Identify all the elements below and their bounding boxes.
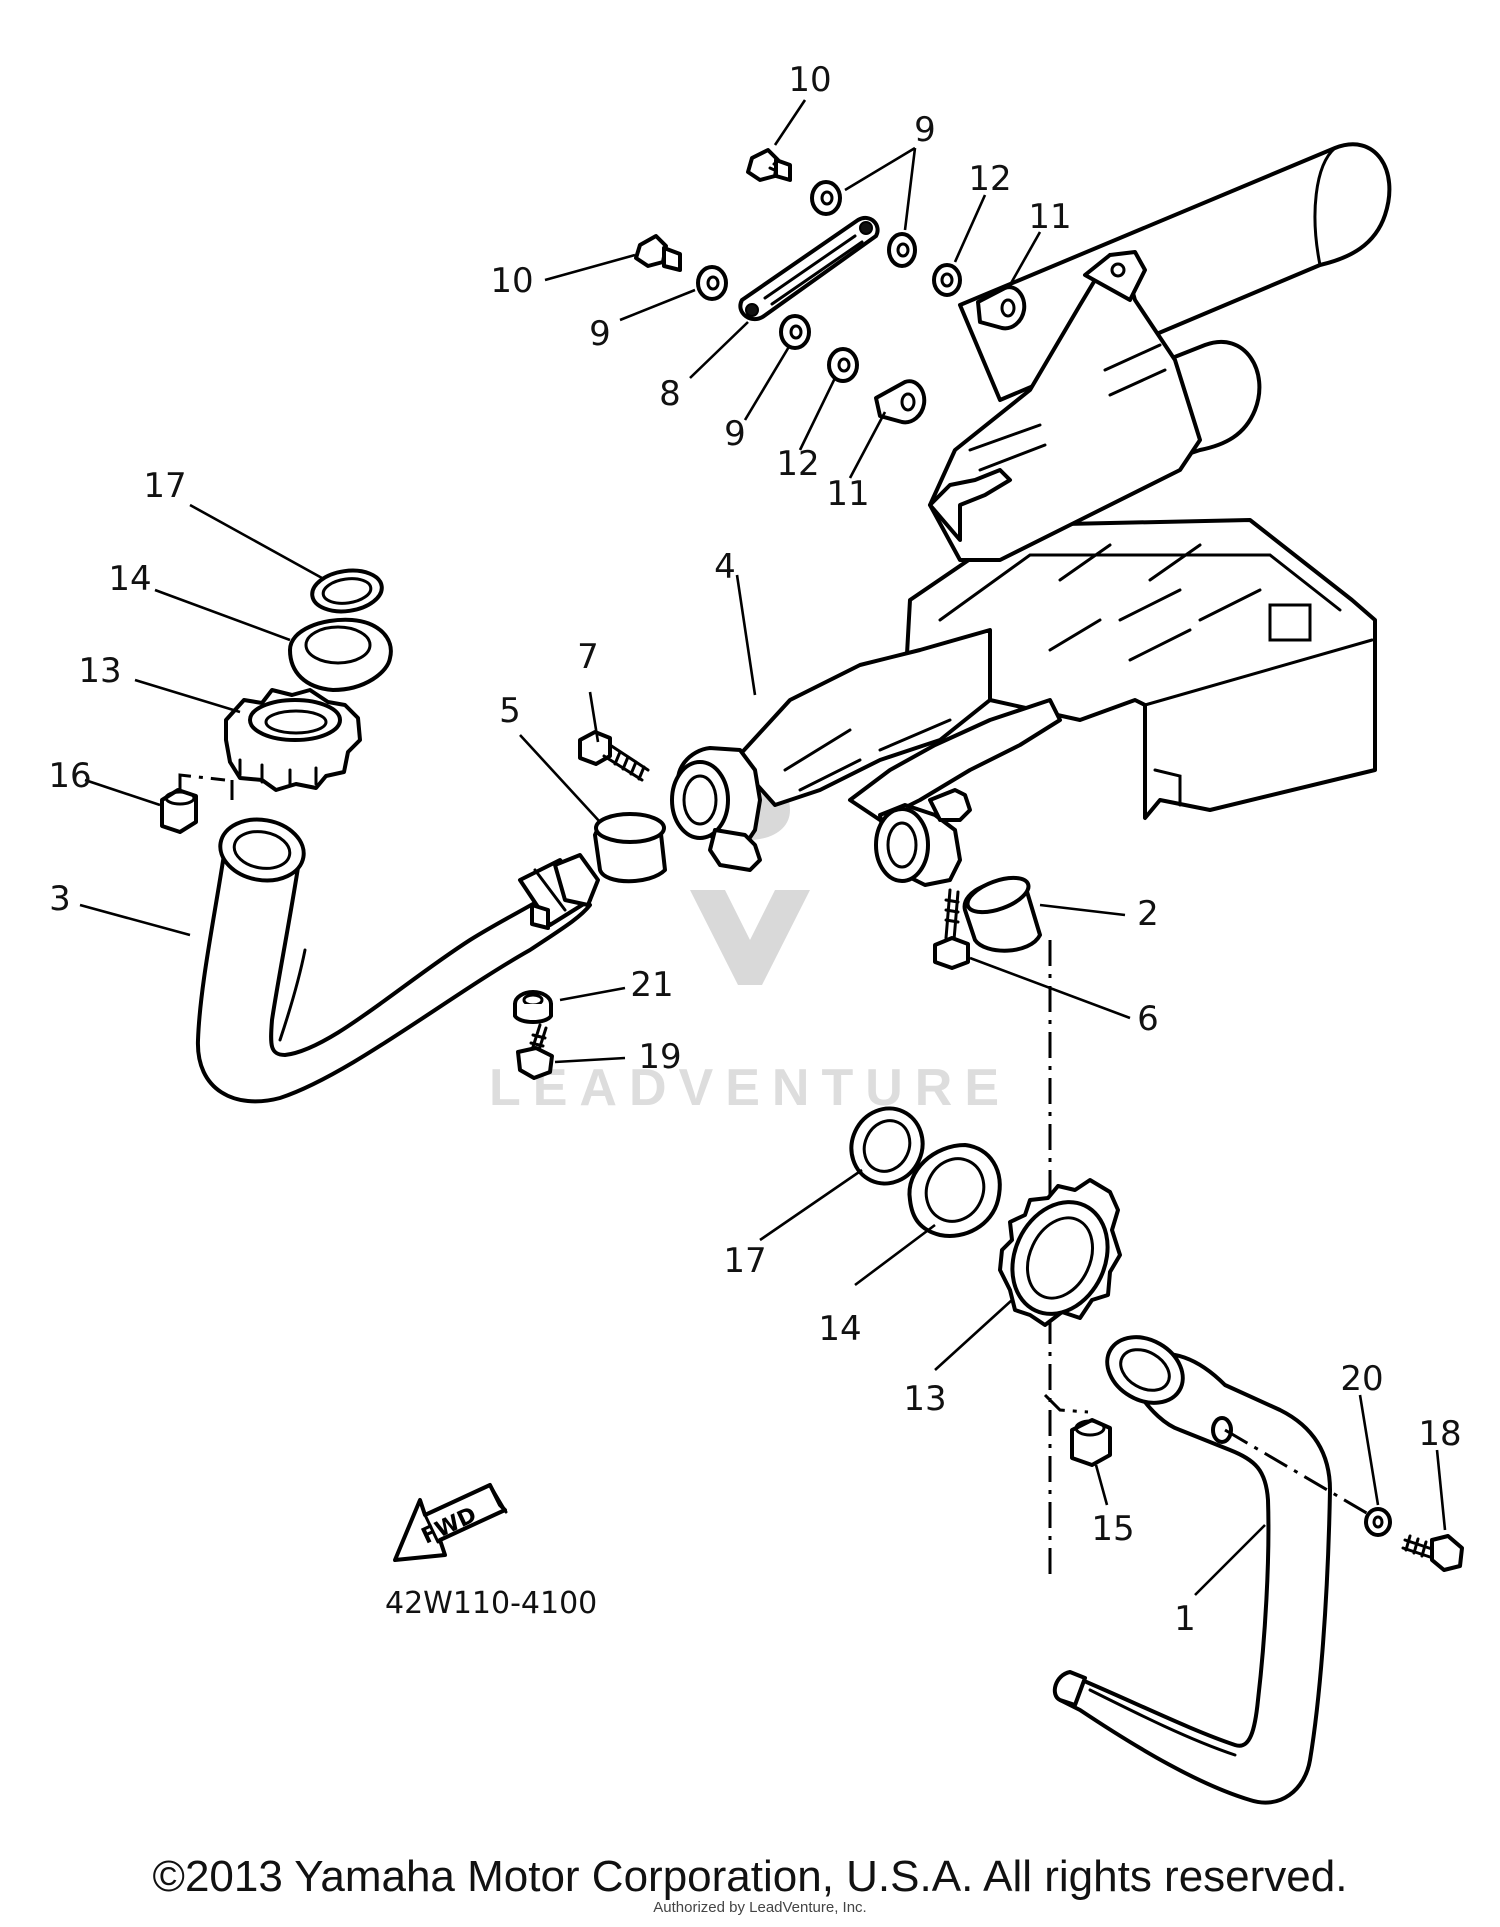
callout-4: 4 xyxy=(714,547,736,587)
gasket-5 xyxy=(593,812,667,884)
callout-17-left: 17 xyxy=(143,466,186,506)
flange-13-right xyxy=(998,1178,1122,1327)
left-exhaust-parts xyxy=(160,568,667,1104)
watermark-note: Authorized by LeadVenture, Inc. xyxy=(653,1899,866,1916)
callout-12-upper: 12 xyxy=(968,159,1011,199)
gasket-17-right xyxy=(849,1106,925,1186)
copyright-notice: ©2013 Yamaha Motor Corporation, U.S.A. A… xyxy=(152,1852,1348,1901)
collar-12-b xyxy=(827,347,859,383)
callout-14-right: 14 xyxy=(818,1309,861,1349)
callout-2: 2 xyxy=(1137,894,1159,934)
callout-16: 16 xyxy=(48,756,91,796)
flange-13-left xyxy=(224,688,362,792)
gasket-17-left xyxy=(310,568,384,614)
callout-14-left: 14 xyxy=(108,559,151,599)
callout-3: 3 xyxy=(49,879,71,919)
callout-21: 21 xyxy=(630,965,673,1005)
callout-9-lower: 9 xyxy=(724,414,746,454)
callout-12-lower: 12 xyxy=(776,444,819,484)
callout-17-right: 17 xyxy=(723,1241,766,1281)
mounting-hardware xyxy=(634,148,1027,425)
callout-20: 20 xyxy=(1340,1359,1383,1399)
bolt-10-left xyxy=(634,234,682,272)
nut-15 xyxy=(1070,1418,1112,1467)
damper-11-b xyxy=(874,379,927,425)
callout-11-lower: 11 xyxy=(826,474,869,514)
callout-11-upper: 11 xyxy=(1028,197,1071,237)
right-exhaust-parts xyxy=(849,875,1464,1805)
callout-leaders xyxy=(79,99,1447,1596)
callout-13-right: 13 xyxy=(903,1379,946,1419)
washer-20 xyxy=(1364,1507,1392,1537)
callout-labels: 10 9 12 11 10 9 8 9 12 11 17 14 13 16 3 … xyxy=(48,60,1461,1639)
callout-18: 18 xyxy=(1418,1414,1461,1454)
callout-13-left: 13 xyxy=(78,651,121,691)
callout-9-left: 9 xyxy=(589,314,611,354)
gasket-14-right xyxy=(907,1143,1002,1238)
callout-10-upper: 10 xyxy=(788,60,831,100)
washer-9-d xyxy=(779,314,811,350)
callout-15: 15 xyxy=(1091,1509,1134,1549)
bolt-18 xyxy=(1401,1534,1464,1572)
washer-9-b xyxy=(887,232,917,268)
callout-5: 5 xyxy=(499,691,521,731)
fwd-arrow-icon: FWD xyxy=(393,1483,508,1562)
washer-9-c xyxy=(696,265,728,301)
leadventure-watermark-logo: LEADVENTURE xyxy=(489,748,1011,1117)
diagram-code: 42W110-4100 xyxy=(385,1586,597,1621)
nut-16 xyxy=(160,788,198,834)
callout-8: 8 xyxy=(659,374,681,414)
callout-19: 19 xyxy=(638,1037,681,1077)
callout-7: 7 xyxy=(577,637,599,677)
gasket-14-left xyxy=(288,617,393,692)
collar-12-a xyxy=(932,263,962,297)
bolt-19 xyxy=(516,1023,554,1080)
callout-1: 1 xyxy=(1174,1599,1196,1639)
washer-9-a xyxy=(810,180,842,216)
bracket-8 xyxy=(738,216,880,322)
bolt-10-upper xyxy=(746,148,792,182)
callout-10-left: 10 xyxy=(490,261,533,301)
nut-21 xyxy=(513,990,553,1024)
exhaust-pipe-3 xyxy=(195,817,600,1104)
damper-11-a xyxy=(976,285,1027,331)
callout-6: 6 xyxy=(1137,999,1159,1039)
callout-9-upper: 9 xyxy=(914,110,936,150)
gasket-2 xyxy=(962,875,1042,953)
muffler-assembly xyxy=(670,142,1392,887)
bolt-6 xyxy=(933,888,970,970)
watermark-text: LEADVENTURE xyxy=(489,1059,1011,1117)
bolt-7 xyxy=(578,730,650,782)
exhaust-pipe-1 xyxy=(1052,1335,1332,1805)
